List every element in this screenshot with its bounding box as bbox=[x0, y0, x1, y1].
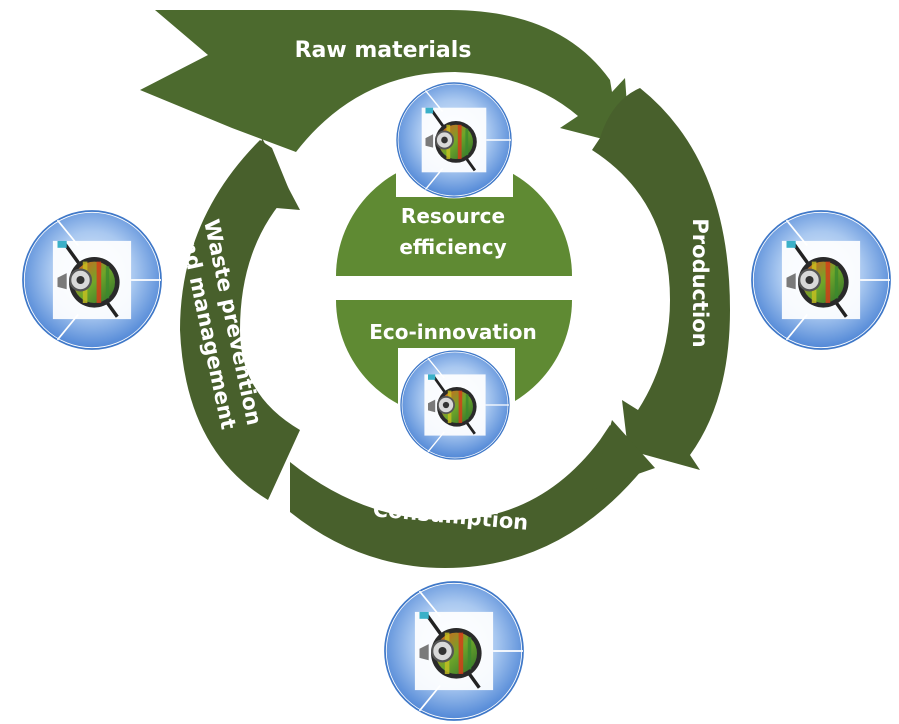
resource-efficiency-line1: Resource bbox=[401, 204, 505, 228]
production-label: Production bbox=[688, 218, 712, 347]
consumption-arrow bbox=[290, 425, 642, 568]
gear-assembly-icon bbox=[395, 81, 513, 199]
raw-materials-label: Raw materials bbox=[295, 38, 472, 63]
gear-assembly-icon bbox=[398, 348, 515, 463]
gear-assembly-icon bbox=[383, 580, 525, 722]
eco-innovation-label: Eco-innovation bbox=[369, 320, 537, 344]
production-arrow bbox=[592, 88, 730, 470]
resource-efficiency-line2: efficiency bbox=[399, 235, 506, 259]
gear-assembly-icon bbox=[750, 209, 892, 351]
waste-arrow bbox=[180, 140, 300, 500]
raw-materials-arrow bbox=[140, 10, 630, 152]
gear-assembly-icon bbox=[21, 209, 163, 351]
